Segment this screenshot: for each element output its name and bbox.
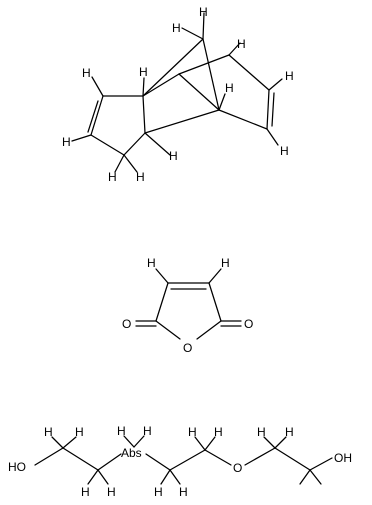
dicyclopentadiene-bonds: [71, 12, 283, 173]
hydroxyl-label: OH: [334, 451, 352, 465]
hydrogen-label: H: [285, 425, 294, 439]
hydrogen-label: H: [136, 170, 145, 184]
triethylene-glycol-structure: HO Abs O OH H H H H H H H H H H H H: [8, 424, 352, 499]
hydrogen-label: H: [221, 256, 230, 270]
carbonyl-oxygen-label: O: [244, 317, 253, 331]
hydrogen-label: H: [75, 425, 84, 439]
hydrogen-label: H: [257, 425, 266, 439]
dicyclopentadiene-atom-labels: H H H H H H H H H H H H: [62, 5, 294, 184]
hydrogen-label: H: [44, 425, 53, 439]
triethylene-glycol-bonds: [34, 435, 333, 485]
hydrogen-label: H: [62, 135, 71, 149]
hydrogen-label: H: [285, 69, 294, 83]
hydrogen-label: H: [188, 425, 197, 439]
hydroxyl-label: HO: [8, 460, 26, 474]
maleic-anhydride-bonds: [135, 268, 242, 340]
hydrogen-label: H: [139, 65, 148, 79]
hydrogen-label: H: [237, 37, 246, 51]
hydrogen-label: H: [172, 21, 181, 35]
hydrogen-label: H: [81, 485, 90, 499]
hydrogen-label: H: [154, 485, 163, 499]
ether-oxygen-label: O: [233, 461, 242, 475]
abs-stereo-label: Abs: [121, 446, 142, 460]
maleic-anhydride-structure: H H O O O: [122, 256, 253, 355]
hydrogen-label: H: [108, 170, 117, 184]
hydrogen-label: H: [199, 5, 208, 19]
hydrogen-label: H: [169, 149, 178, 163]
hydrogen-label: H: [225, 81, 234, 95]
dicyclopentadiene-structure: H H H H H H H H H H H H: [62, 5, 294, 184]
hydrogen-label: H: [280, 144, 289, 158]
hydrogen-label: H: [143, 424, 152, 438]
hydrogen-label: H: [214, 425, 223, 439]
hydrogen-label: H: [82, 66, 91, 80]
hydrogen-label: H: [117, 424, 126, 438]
ring-oxygen-label: O: [183, 341, 192, 355]
hydrogen-label: H: [107, 485, 116, 499]
maleic-anhydride-atom-labels: H H O O O: [122, 256, 253, 355]
triethylene-glycol-atom-labels: HO Abs O OH H H H H H H H H H H H H: [8, 424, 352, 499]
hydrogen-label: H: [179, 485, 188, 499]
hydrogen-label: H: [147, 256, 156, 270]
carbonyl-oxygen-label: O: [122, 317, 131, 331]
